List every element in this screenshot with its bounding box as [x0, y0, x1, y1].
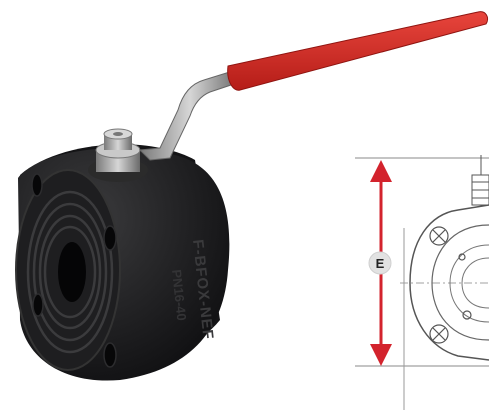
technical-drawing: E	[355, 155, 489, 410]
drawing-body-outline	[409, 204, 489, 361]
valve-bore	[58, 242, 86, 302]
valve-photo: F-BFOX-NEF PN16-40	[15, 11, 489, 381]
dimension-label-badge	[368, 251, 392, 275]
handle-grip	[227, 11, 489, 91]
drawing-bolt-holes	[429, 226, 472, 344]
drawing-stem	[471, 155, 489, 206]
dimension-label: E	[376, 256, 385, 271]
bolt-holes	[31, 173, 117, 368]
dimension-e: E	[368, 160, 392, 366]
handle-lever	[138, 69, 241, 161]
body-lower-text: PN16-40	[169, 269, 189, 322]
flange-grooves	[26, 190, 114, 354]
valve-stem	[88, 128, 148, 182]
